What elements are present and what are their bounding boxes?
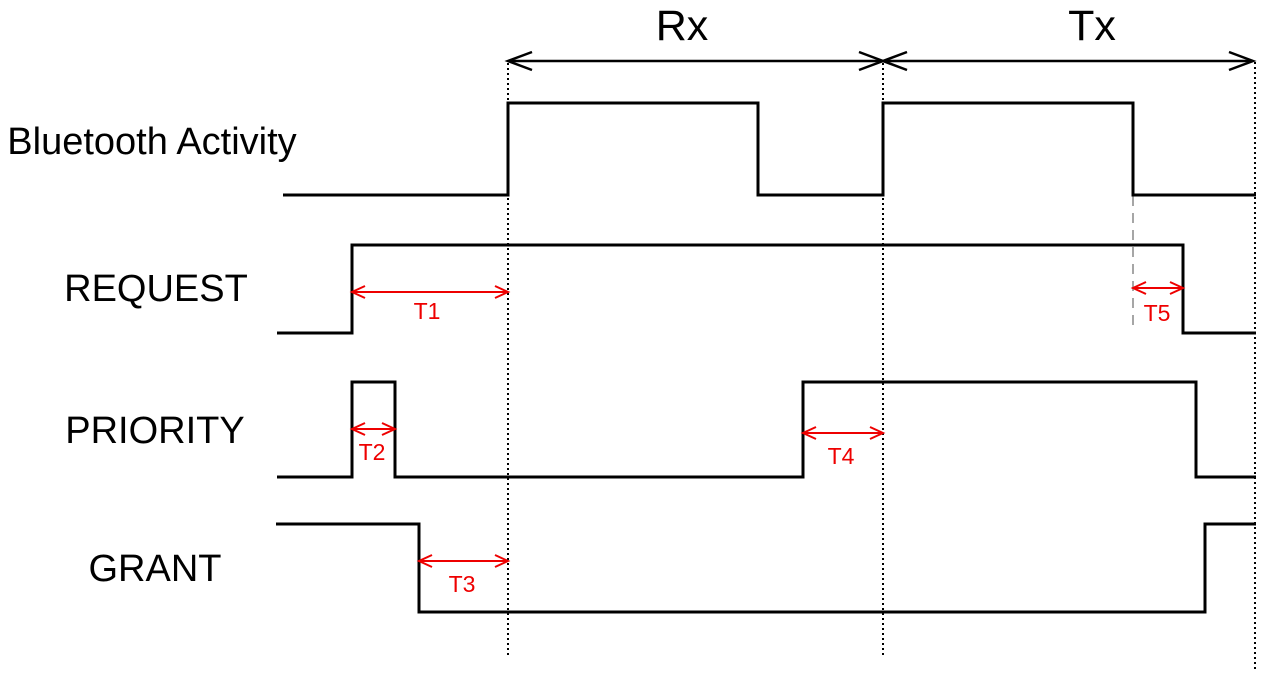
phase-label-tx: Tx bbox=[1068, 2, 1116, 50]
signal-label-request: REQUEST bbox=[64, 268, 248, 310]
waveform-grant bbox=[276, 522, 1256, 614]
timing-arrow-t2-left-arrowhead bbox=[349, 422, 366, 436]
phase-label-rx: Rx bbox=[656, 2, 709, 50]
timing-arrow-t1-left-arrowhead bbox=[349, 285, 366, 299]
signal-label-priority: PRIORITY bbox=[65, 410, 244, 452]
timing-arrow-t1-right-arrowhead bbox=[494, 285, 511, 299]
phase-arrow-rx-left-arrowhead bbox=[504, 50, 533, 72]
timing-arrow-t4-right-arrowhead bbox=[869, 426, 886, 440]
waveform-bluetooth-activity bbox=[283, 101, 1256, 197]
timing-arrows bbox=[349, 281, 1186, 568]
timing-arrow-t3-right-arrowhead bbox=[494, 554, 511, 568]
phase-arrow-tx-left-arrowhead bbox=[879, 50, 908, 72]
timing-label-t2: T2 bbox=[359, 439, 386, 465]
timing-arrow-t4-left-arrowhead bbox=[800, 426, 817, 440]
signal-label-bluetooth-activity: Bluetooth Activity bbox=[7, 121, 296, 163]
timing-arrow-t2-right-arrowhead bbox=[381, 422, 398, 436]
waveform-priority bbox=[277, 380, 1256, 479]
timing-label-t3: T3 bbox=[449, 571, 476, 597]
waveform-lines bbox=[276, 101, 1256, 614]
timing-arrow-t5-left-arrowhead bbox=[1130, 281, 1147, 295]
waveform-request bbox=[277, 243, 1256, 335]
timing-label-t1: T1 bbox=[414, 298, 441, 324]
phase-arrows bbox=[504, 50, 1257, 72]
guide-lines bbox=[507, 62, 1256, 670]
timing-label-t4: T4 bbox=[828, 443, 855, 469]
timing-label-t5: T5 bbox=[1144, 300, 1171, 326]
timing-arrow-t5-right-arrowhead bbox=[1169, 281, 1186, 295]
labels: Bluetooth Activity REQUEST PRIORITY GRAN… bbox=[7, 2, 1170, 597]
phase-arrow-tx-right-arrowhead bbox=[1228, 50, 1257, 72]
timing-arrow-t3-left-arrowhead bbox=[416, 554, 433, 568]
signal-label-grant: GRANT bbox=[89, 548, 222, 590]
